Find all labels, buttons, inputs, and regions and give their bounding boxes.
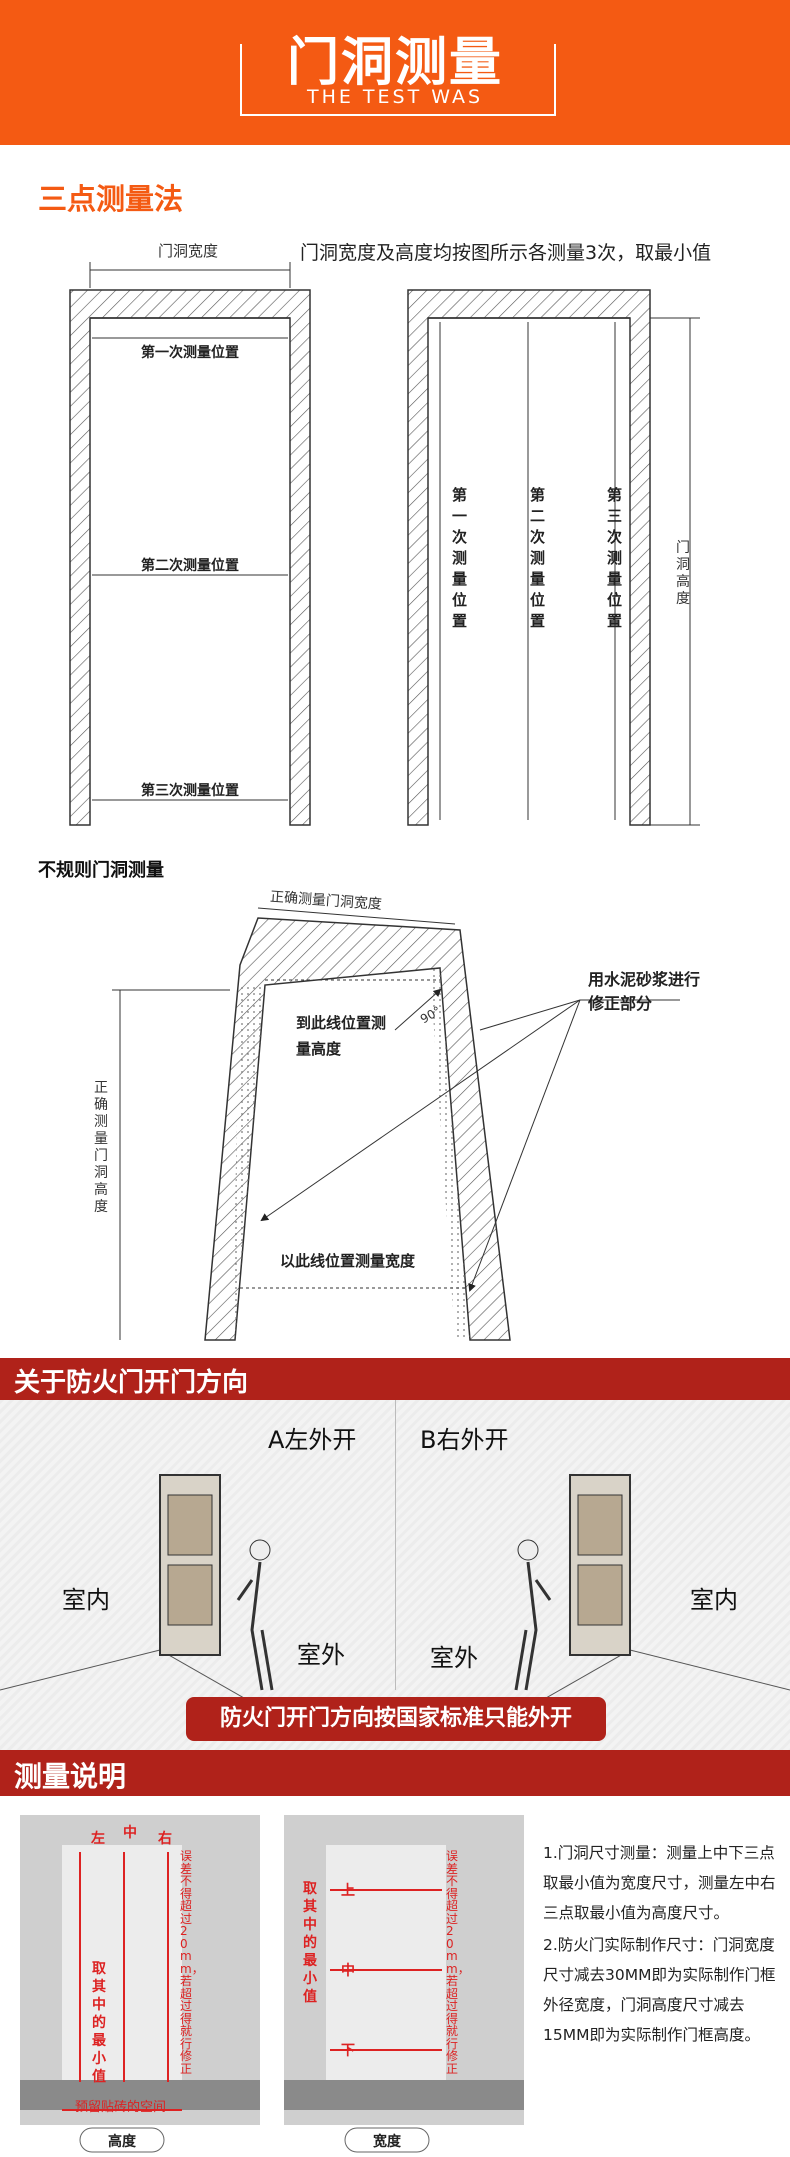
measurement-explanations: 1.门洞尺寸测量：测量上中下三点取最小值为宽度尺寸，测量左中右三点取最小值为高度…: [543, 1838, 779, 2050]
width-position-3: 第三次测量位置: [141, 783, 239, 799]
fire-door-title: 关于防火门开门方向: [14, 1368, 249, 1398]
three-point-diagrams: [69, 262, 700, 826]
repair-note: 用水泥砂浆进行修正部分: [588, 970, 701, 1013]
fire-door-header: 关于防火门开门方向: [0, 1358, 790, 1400]
floor-reserve-note: 预留贴砖的空间: [75, 2100, 167, 2115]
door-height-label: 门洞高度: [676, 540, 690, 607]
right-outward-label: B右外开: [420, 1426, 509, 1454]
height-caption: 高度: [108, 2134, 136, 2150]
page-title: 门洞测量: [286, 33, 503, 93]
door-width-label: 门洞宽度: [158, 242, 219, 260]
width-level-bottom: 下: [341, 2043, 355, 2059]
three-point-title: 三点测量法: [38, 182, 184, 216]
width-level-middle: 中: [341, 1963, 355, 1979]
left-outward-label: A左外开: [268, 1426, 357, 1454]
indoor-left-label: 室内: [62, 1586, 110, 1614]
height-top-right: 右: [158, 1831, 172, 1847]
height-position-1: 第一次测量位置: [452, 486, 468, 630]
width-position-1: 第一次测量位置: [141, 345, 239, 361]
fire-door-note: 防火门开门方向按国家标准只能外开: [186, 1697, 606, 1741]
width-vertical-note: 取其中的最小值: [303, 1881, 317, 2005]
height-vertical-note: 取其中的最小值: [92, 1961, 106, 2085]
outdoor-right-label: 室外: [430, 1644, 478, 1672]
measure-height-note: 到此线位置测量高度: [296, 1014, 387, 1058]
height-top-left: 左: [91, 1831, 105, 1847]
height-top-middle: 中: [123, 1825, 137, 1841]
height-position-2: 第二次测量位置: [530, 486, 546, 630]
irregular-title: 不规则门洞测量: [38, 860, 164, 881]
measure-width-note: 以此线位置测量宽度: [280, 1252, 416, 1270]
page-subtitle: THE TEST WAS: [306, 86, 484, 108]
explanation-2: 2.防火门实际制作尺寸：门洞宽度尺寸减去30MM即为实际制作门框外径宽度，门洞高…: [543, 1936, 776, 2044]
page-header: 门洞测量 THE TEST WAS: [0, 0, 790, 145]
fire-door-illustration: [0, 1474, 790, 1700]
measurement-illustrations: [20, 1815, 524, 2153]
height-door-diagram: [407, 289, 700, 826]
measurement-header: 测量说明: [0, 1750, 790, 1796]
height-position-3: 第三次测量位置: [607, 486, 623, 630]
width-level-top: 上: [341, 1883, 355, 1899]
panel-divider: [395, 1400, 396, 1690]
three-point-description: 门洞宽度及高度均按图所示各测量3次，取最小值: [300, 242, 712, 264]
indoor-right-label: 室内: [690, 1586, 738, 1614]
width-position-2: 第二次测量位置: [141, 558, 239, 574]
width-door-diagram: [69, 262, 311, 826]
outdoor-left-label: 室外: [297, 1641, 345, 1669]
explanation-1: 1.门洞尺寸测量：测量上中下三点取最小值为宽度尺寸，测量左中右三点取最小值为高度…: [543, 1844, 776, 1922]
width-error-note: 误差不得超过20mm，若超过得就行修正: [446, 1849, 470, 2076]
width-caption: 宽度: [373, 2134, 401, 2150]
measurement-title: 测量说明: [14, 1760, 127, 1793]
header-frame: [240, 44, 556, 116]
irregular-diagram: [112, 907, 680, 1341]
irregular-height-label: 正确测量门洞高度: [94, 1080, 108, 1215]
height-error-note: 误差不得超过20mm，若超过得就行修正: [180, 1849, 204, 2076]
fire-door-panel: A左外开 B右外开 室内 室外 室外 室内: [0, 1400, 790, 1750]
